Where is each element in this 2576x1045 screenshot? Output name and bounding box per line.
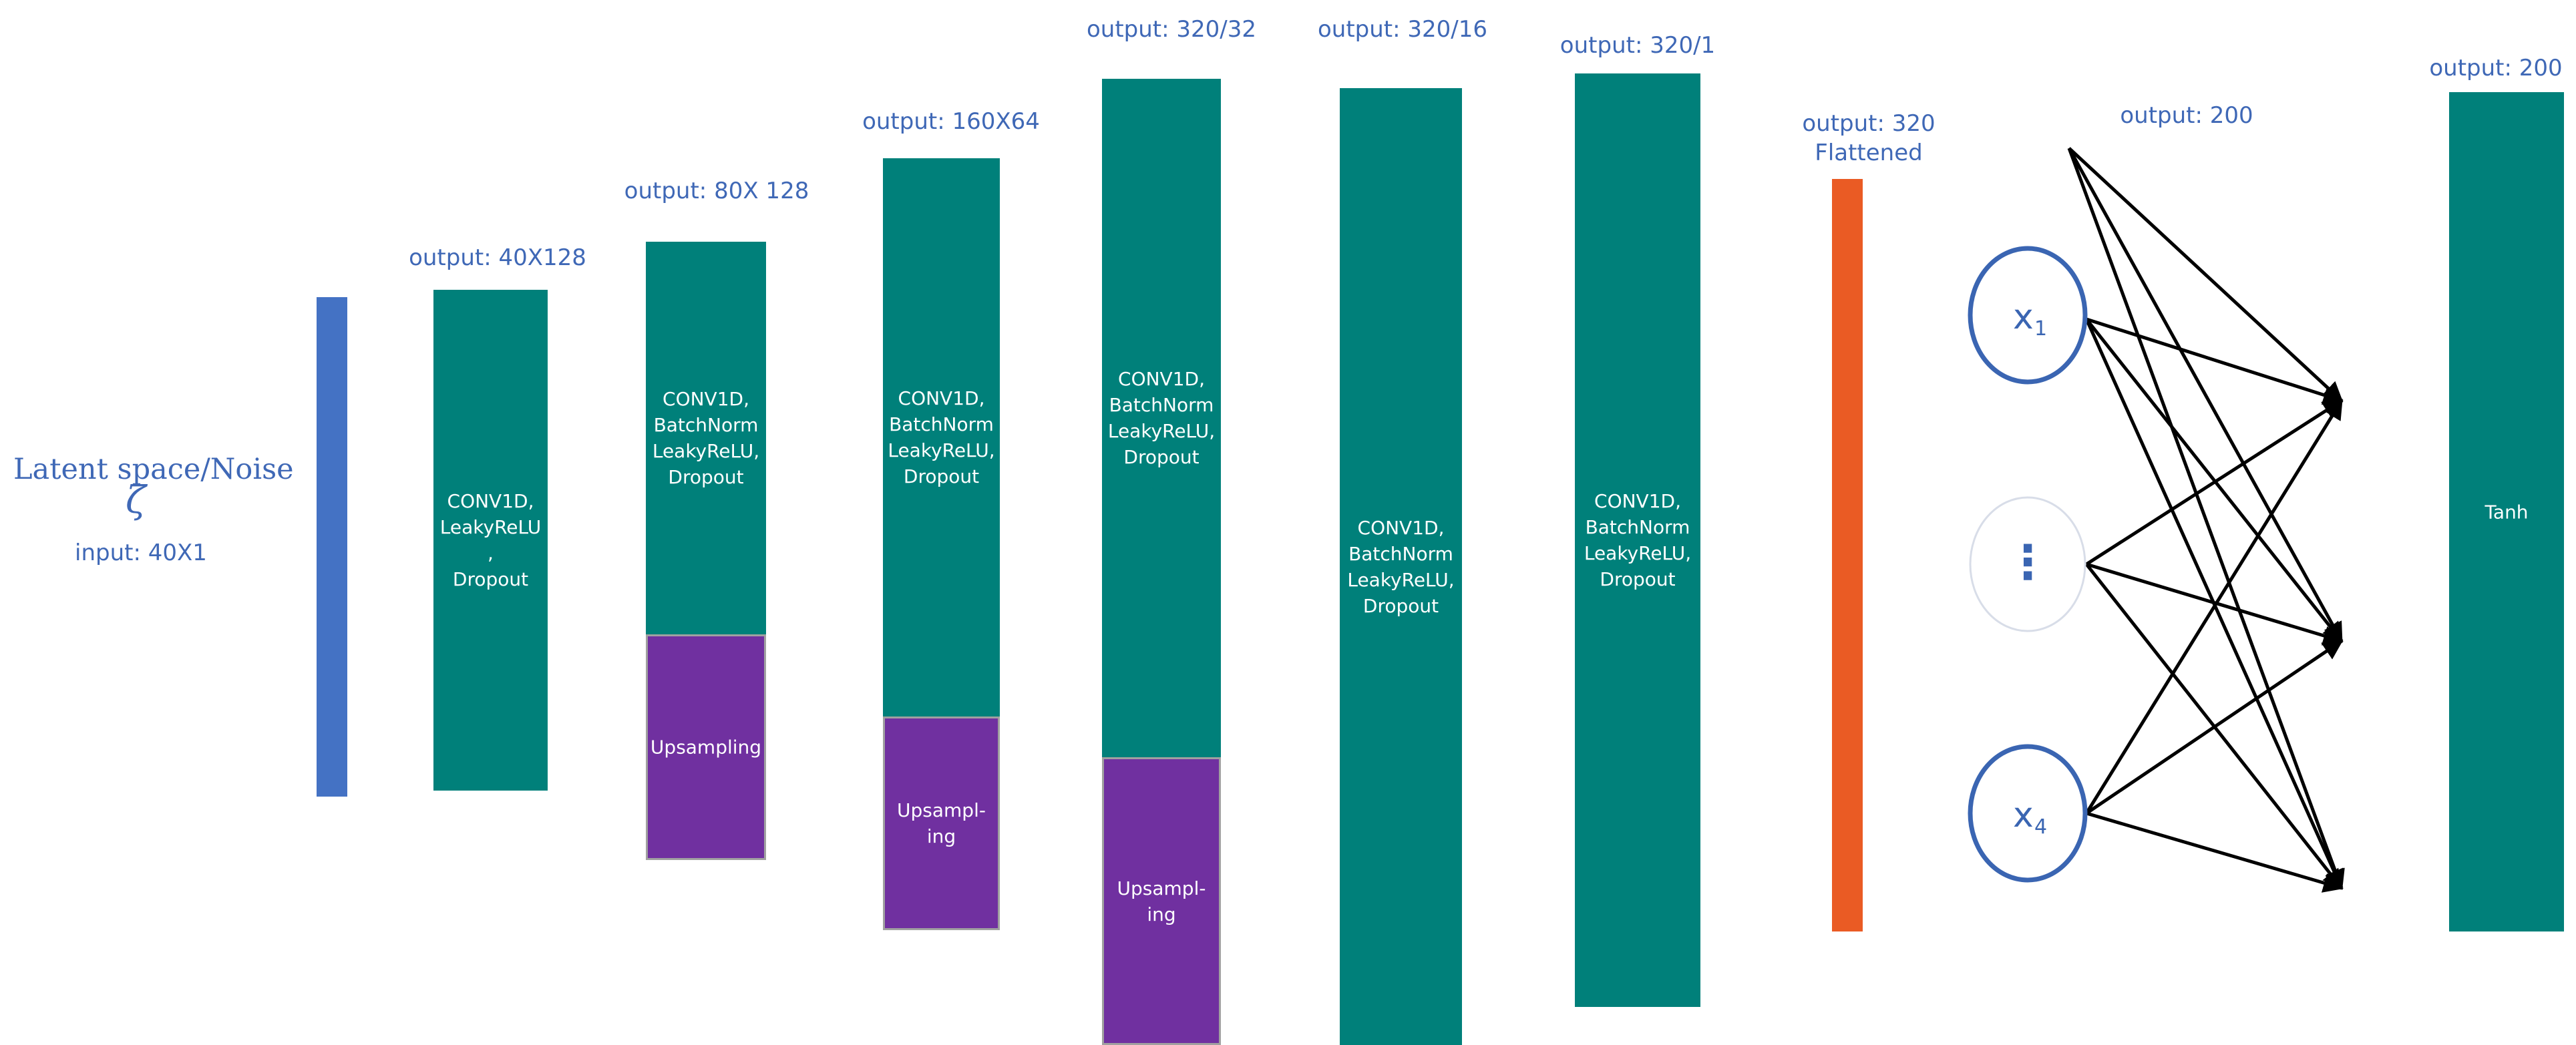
node-ellipsis bbox=[1969, 496, 2086, 632]
layer1-output-label: output: 40X128 bbox=[409, 244, 586, 271]
layer4-block: CONV1D, BatchNorm LeakyReLU, Dropout bbox=[1102, 79, 1221, 757]
layer2-block: CONV1D, BatchNorm LeakyReLU, Dropout bbox=[646, 242, 766, 634]
layer5-output-label: output: 320/16 bbox=[1317, 16, 1488, 43]
final-tanh-text: Tanh bbox=[2485, 501, 2529, 523]
layer6-block: CONV1D, BatchNorm LeakyReLU, Dropout bbox=[1575, 73, 1700, 1007]
layer3-block: CONV1D, BatchNorm LeakyReLU, Dropout bbox=[883, 158, 1000, 716]
layer4-upsampling-text: Upsampl- ing bbox=[1117, 877, 1206, 925]
final-tanh-block: Tanh bbox=[2449, 92, 2564, 931]
layer3-upsampling-block: Upsampl- ing bbox=[883, 716, 1000, 930]
layer4-upsampling-block: Upsampl- ing bbox=[1102, 757, 1221, 1045]
node-x4-subscript: 4 bbox=[2034, 815, 2047, 839]
layer2-text: CONV1D, BatchNorm LeakyReLU, Dropout bbox=[652, 388, 760, 488]
layer3-output-label: output: 160X64 bbox=[862, 108, 1040, 135]
layer1-text: CONV1D, LeakyReLU , Dropout bbox=[439, 490, 542, 590]
layer3-text: CONV1D, BatchNorm LeakyReLU, Dropout bbox=[888, 387, 995, 487]
node-x1-label: x bbox=[2013, 297, 2034, 337]
node-ellipsis-label: ⋮ bbox=[2004, 535, 2051, 590]
layer2-upsampling-block: Upsampling bbox=[646, 634, 766, 860]
node-x4-label: x bbox=[2013, 795, 2034, 835]
layer2-output-label: output: 80X 128 bbox=[624, 178, 809, 204]
layer4-output-label: output: 320/32 bbox=[1086, 16, 1257, 43]
layer5-text: CONV1D, BatchNorm LeakyReLU, Dropout bbox=[1347, 516, 1455, 617]
network-connections bbox=[2067, 147, 2345, 893]
zeta-symbol: ζ bbox=[126, 479, 146, 522]
flatten-label: Flattened bbox=[1815, 140, 1923, 166]
node-x4 bbox=[1968, 744, 2088, 883]
layer4-text: CONV1D, BatchNorm LeakyReLU, Dropout bbox=[1107, 368, 1216, 468]
layer3-upsampling-text: Upsampl- ing bbox=[897, 799, 986, 847]
node-x1-subscript: 1 bbox=[2034, 317, 2047, 341]
flattened-vector-bar bbox=[1832, 179, 1863, 931]
layer1-block: CONV1D, LeakyReLU , Dropout bbox=[433, 290, 548, 791]
noise-vector-bar bbox=[317, 297, 347, 797]
input-label: input: 40X1 bbox=[75, 540, 207, 566]
flatten-output-label: output: 320 bbox=[1802, 110, 1936, 137]
final-output-label: output: 200 bbox=[2429, 55, 2563, 81]
layer6-text: CONV1D, BatchNorm LeakyReLU, Dropout bbox=[1584, 490, 1692, 590]
layer2-upsampling-text: Upsampling bbox=[650, 736, 762, 759]
node-x1 bbox=[1968, 246, 2088, 385]
latent-space-title: Latent space/Noise bbox=[13, 453, 294, 486]
dense-output-label: output: 200 bbox=[2120, 102, 2253, 129]
layer6-output-label: output: 320/1 bbox=[1559, 32, 1716, 59]
layer5-block: CONV1D, BatchNorm LeakyReLU, Dropout bbox=[1340, 88, 1462, 1045]
